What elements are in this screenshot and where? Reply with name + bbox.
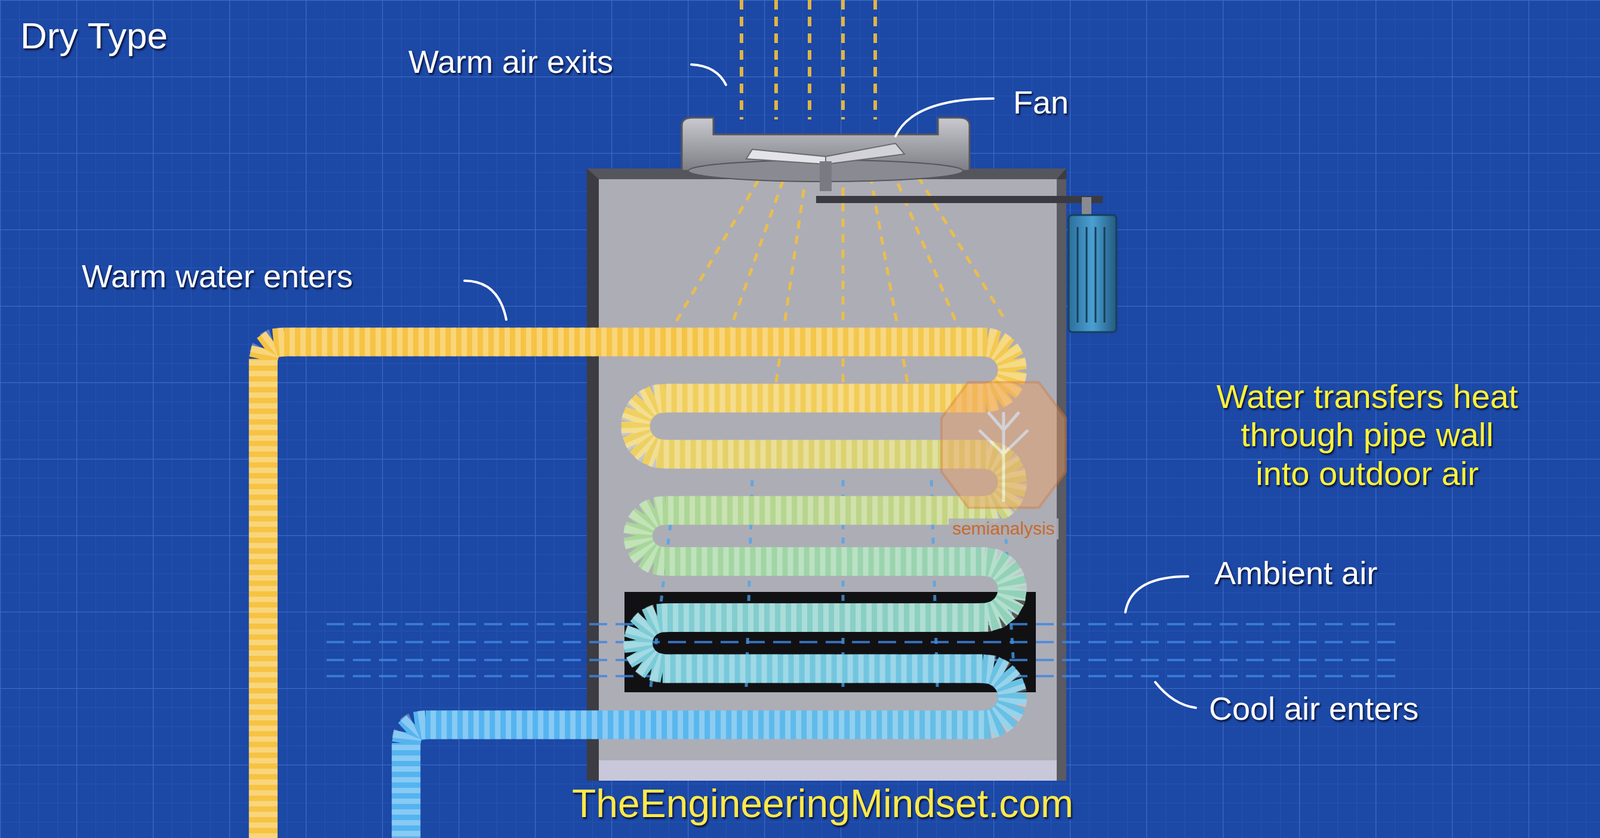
cooler-housing [586,168,1067,781]
leader-lines [464,64,1196,708]
website-watermark: TheEngineeringMindset.com [571,780,1074,827]
callout-label: Warm air exits [408,42,614,80]
pipe-segment [248,837,278,838]
warm-air-lines [668,149,1003,383]
callout-label: Warm water enters [81,257,353,295]
pipe-stripes [263,342,1013,838]
fan [681,117,1103,215]
water-coil [263,342,1013,838]
watermark-logo [941,382,1066,508]
watermark-text: semianalysis [948,518,1059,540]
callout-label: Fan [1013,83,1069,121]
explanation-note: Water transfers heat through pipe wall i… [1212,377,1522,493]
fan-motor [1068,214,1117,332]
callout-label: Ambient air [1214,554,1378,592]
warm-air-lines [741,0,876,120]
callout-label: Cool air enters [1208,689,1419,727]
diagram-title: Dry Type [20,14,168,57]
